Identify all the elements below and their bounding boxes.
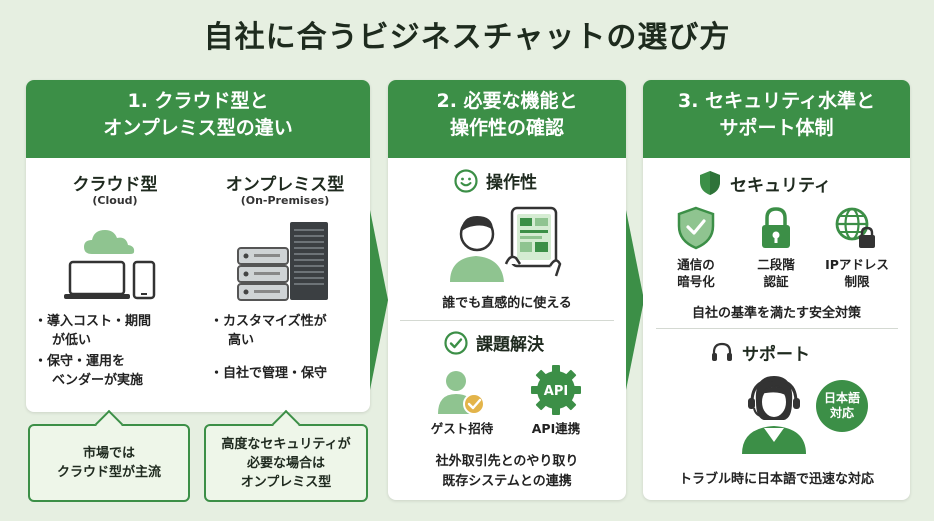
page-title: 自社に合うビジネスチャットの選び方 — [203, 20, 731, 55]
onprem-type-en: (On-Premises) — [240, 194, 330, 207]
api-integration-label: API連携 — [531, 421, 581, 436]
japanese-support-badge: 日本語 対応 — [816, 380, 868, 432]
cloud-bullet-1: ・導入コスト・期間 が低い — [34, 314, 152, 348]
api-gear-icon: API — [531, 365, 581, 415]
headset-icon — [712, 342, 732, 361]
arrow-right-icon — [626, 210, 644, 390]
cloud-type-en: (Cloud) — [92, 194, 138, 207]
onprem-bullet-1: ・カスタマイズ性が 高い — [210, 314, 327, 348]
two-factor-label: 二段階認証 — [757, 257, 795, 289]
callout-onprem-security: 高度なセキュリティが 必要な場合は オンプレミス型 — [204, 409, 368, 502]
person-tablet-icon — [450, 206, 562, 282]
support-heading: サポート — [710, 340, 810, 365]
globe-lock-icon — [835, 207, 875, 248]
onprem-bullet-2: ・自社で管理・保守 — [210, 366, 328, 381]
guest-user-icon — [438, 371, 485, 415]
cloud-bullet-2: ・保守・運用を ベンダーが実施 — [34, 354, 144, 388]
column-features-usability: 2. 必要な機能と 操作性の確認 — [388, 80, 626, 500]
cloud-devices-icon — [64, 230, 156, 300]
section-divider — [400, 320, 614, 321]
callout-cloud-mainstream: 市場では クラウド型が主流 — [28, 409, 190, 502]
usability-caption: 誰でも直感的に使える — [442, 296, 572, 311]
guest-invite-label: ゲスト招待 — [430, 421, 494, 436]
arrow-right-icon — [370, 210, 388, 390]
section-divider — [656, 328, 898, 329]
issues-heading: 課題解決 — [444, 330, 544, 355]
usability-heading: 操作性 — [454, 168, 537, 193]
server-rack-icon — [237, 222, 328, 301]
encryption-label: 通信の暗号化 — [677, 257, 715, 289]
lock-icon — [762, 207, 790, 248]
security-caption: 自社の基準を満たす安全対策 — [691, 306, 861, 321]
smile-icon — [454, 168, 478, 193]
support-operator-icon — [742, 376, 806, 454]
shield-check-icon — [677, 206, 715, 250]
onprem-type-title: オンプレミス型 — [225, 175, 345, 195]
column-2-header: 2. 必要な機能と 操作性の確認 — [388, 80, 626, 158]
shield-icon — [700, 171, 720, 195]
column-3-header: 3. セキュリティ水準と サポート体制 — [643, 80, 910, 158]
ip-restriction-label: IPアドレス制限 — [825, 257, 889, 289]
issues-caption: 社外取引先とのやり取り 既存システムとの連携 — [435, 454, 579, 489]
api-icon-text: API — [544, 384, 568, 399]
support-caption: トラブル時に日本語で迅速な対応 — [678, 472, 874, 487]
check-circle-icon — [444, 330, 468, 355]
cloud-type-title: クラウド型 — [72, 175, 158, 195]
column-1-header: 1. クラウド型と オンプレミス型の違い — [26, 80, 370, 158]
security-heading: セキュリティ — [698, 170, 831, 196]
